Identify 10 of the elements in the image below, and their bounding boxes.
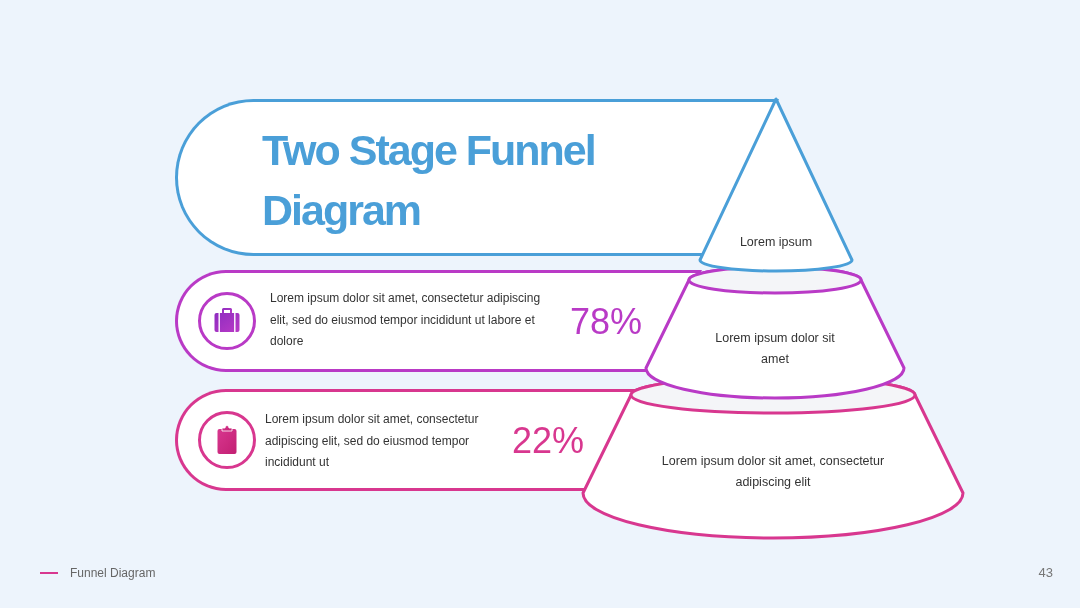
tier-label: Lorem ipsum dolor sit amet bbox=[714, 330, 836, 368]
percentage-value: 78% bbox=[570, 302, 643, 342]
tier-label: Lorem ipsum bbox=[738, 234, 814, 251]
footer-text: Funnel Diagram bbox=[70, 565, 156, 581]
tier-label: Lorem ipsum dolor sit amet, consectetur adipiscing elit bbox=[660, 453, 886, 491]
percentage-value: 22% bbox=[512, 421, 585, 461]
description-text: Lorem ipsum dolor sit amet, consectetur adipiscing elit, sed do eiusmod tempor incididunt ut labore et dolore bbox=[270, 290, 542, 350]
description-text: Lorem ipsum dolor sit amet, consectetur adipiscing elit, sed do eiusmod tempor incididunt ut bbox=[265, 411, 480, 471]
slide-title: Two Stage Funnel Diagram bbox=[262, 125, 596, 236]
page-number: 43 bbox=[1038, 564, 1053, 582]
